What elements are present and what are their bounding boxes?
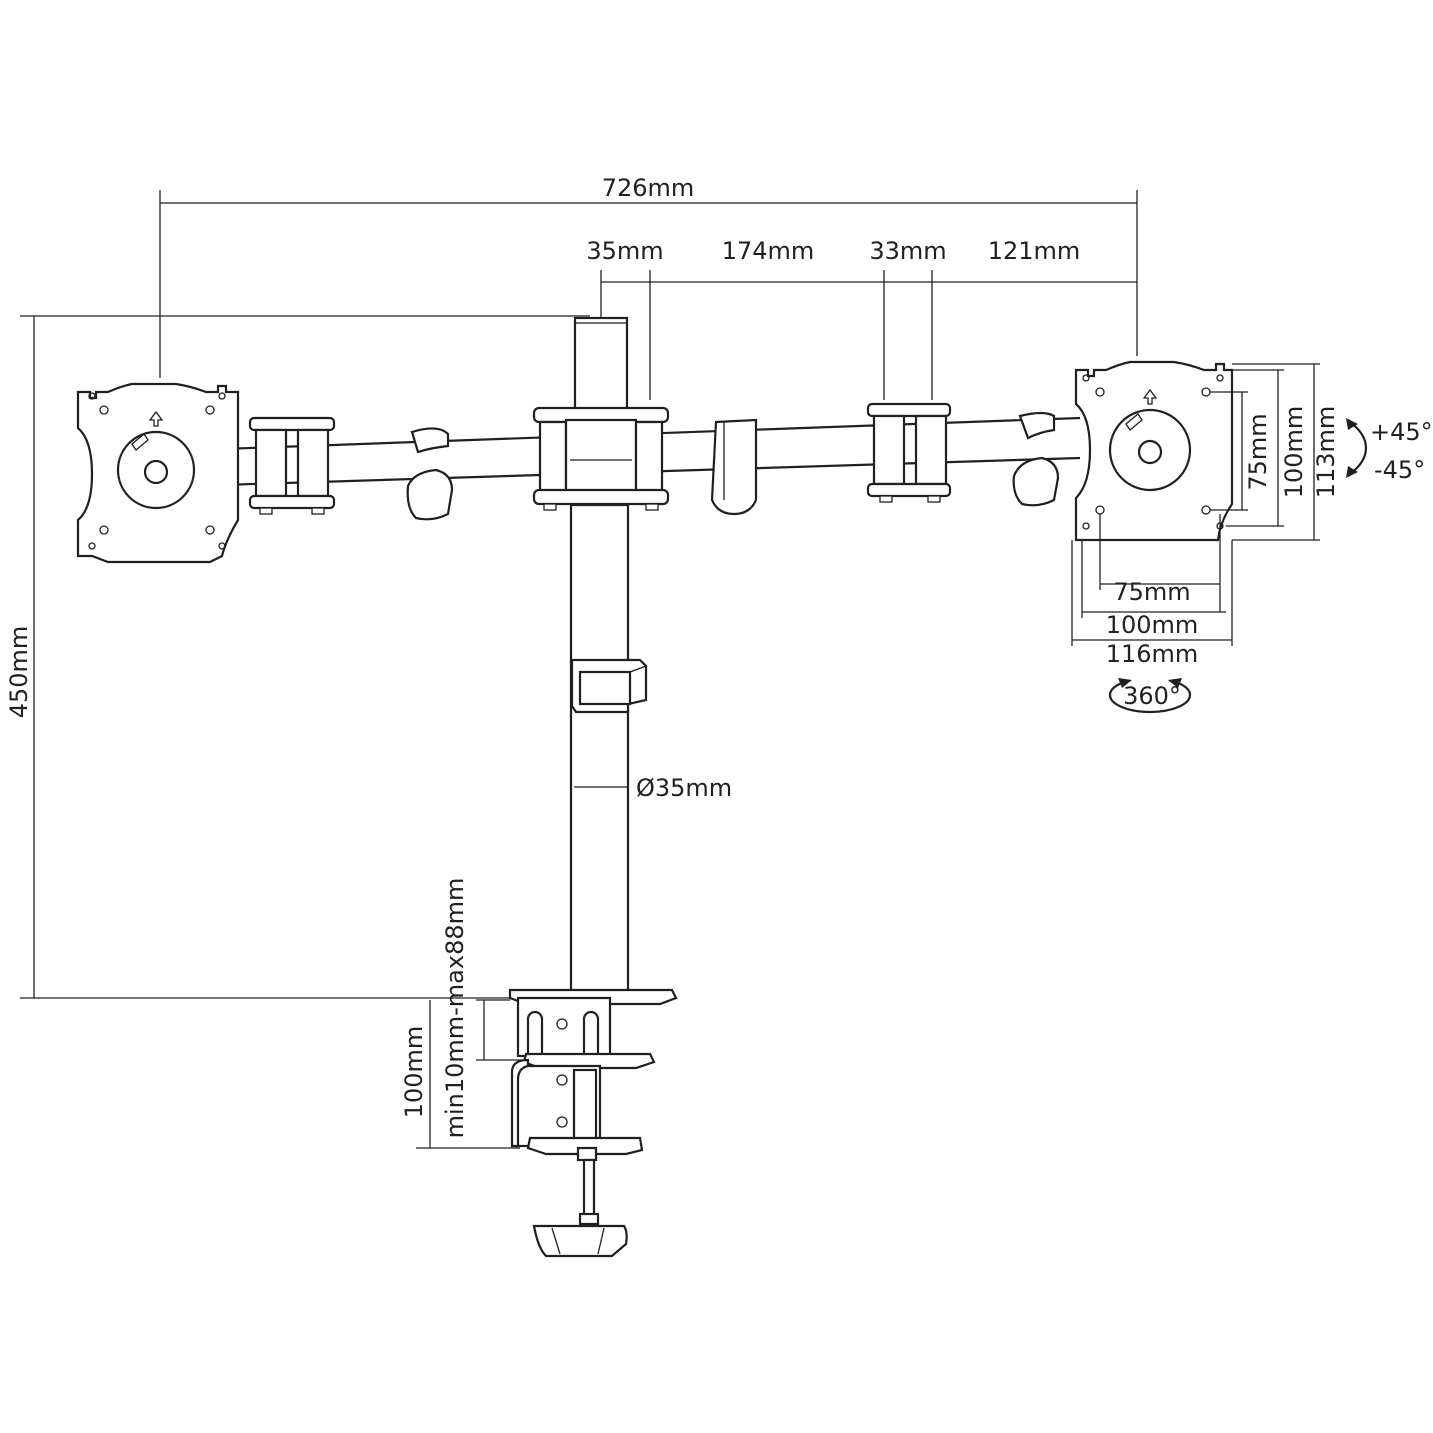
center-hub-joint <box>532 406 670 511</box>
arm-segment-label: 174mm <box>722 237 815 265</box>
overall-width-label: 726mm <box>602 174 695 202</box>
desk-clamp <box>508 988 678 1258</box>
pole-cable-clip <box>570 658 648 714</box>
clamp-dimensions: min10mm-max88mm 100mm <box>400 878 526 1149</box>
vesa-height-113-label: 113mm <box>1312 406 1340 499</box>
overall-width-dimension: 726mm <box>159 174 1138 378</box>
clamp-height-label: 100mm <box>400 1026 428 1119</box>
left-vesa-plate <box>76 382 240 564</box>
arm-sub-dimensions: 35mm 174mm 33mm 121mm <box>586 237 1137 400</box>
right-arm-joint <box>866 402 952 503</box>
pole-width-label: 35mm <box>586 237 663 265</box>
tilt-up-label: +45° <box>1370 418 1433 446</box>
left-arm-joint <box>248 416 336 515</box>
height-label: 450mm <box>5 626 33 719</box>
tilt-indicator: +45° -45° <box>1346 418 1433 484</box>
rotation-indicator: 360° <box>1108 676 1192 714</box>
pole-diameter-label: Ø35mm <box>636 774 732 802</box>
clamp-range-label: min10mm-max88mm <box>441 878 469 1139</box>
tilt-down-label: -45° <box>1374 456 1425 484</box>
arm-cable-clips <box>406 411 1060 521</box>
end-segment-label: 121mm <box>988 237 1081 265</box>
vesa-width-100-label: 100mm <box>1106 611 1199 639</box>
vesa-width-dimensions: 75mm 100mm 116mm <box>1071 514 1233 668</box>
vesa-width-116-label: 116mm <box>1106 640 1199 668</box>
vesa-height-75-label: 75mm <box>1244 413 1272 490</box>
vesa-height-100-label: 100mm <box>1280 406 1308 499</box>
height-dimension: 450mm <box>5 315 590 999</box>
rotation-label: 360° <box>1123 682 1181 710</box>
vesa-width-75-label: 75mm <box>1113 578 1190 606</box>
joint-width-label: 33mm <box>869 237 946 265</box>
right-vesa-plate <box>1074 360 1234 542</box>
vesa-height-dimensions: 75mm 100mm 113mm <box>1210 363 1340 541</box>
